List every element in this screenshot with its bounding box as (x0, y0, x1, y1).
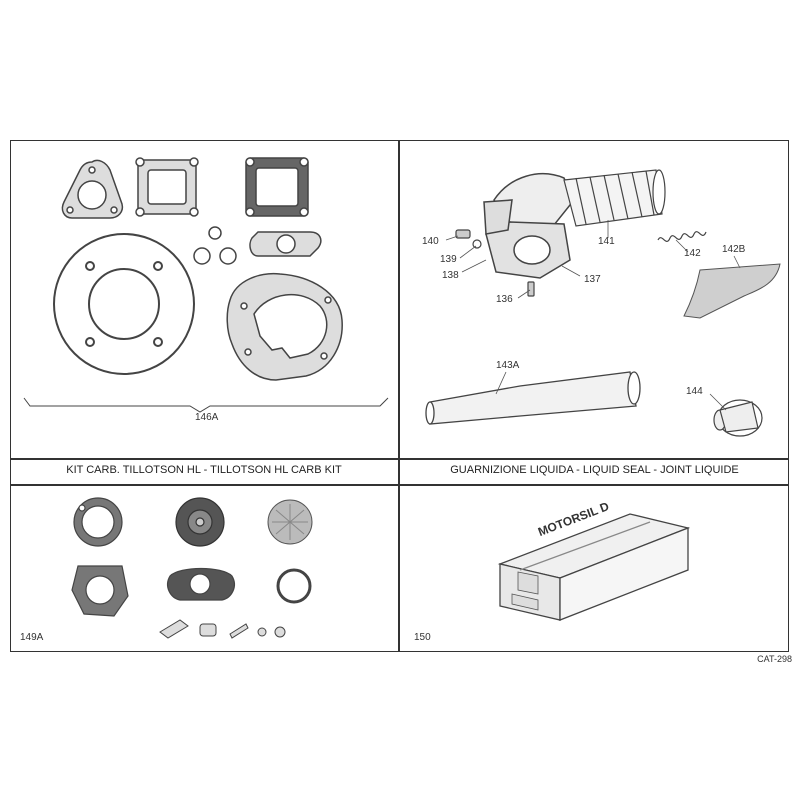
gasket-set-illustration (23, 157, 389, 413)
middle-divider (10, 458, 789, 460)
small-parts-drawing (159, 619, 286, 639)
exhaust-parts-illustration (425, 169, 781, 437)
ref-139: 139 (440, 254, 457, 265)
ref-149A: 149A (20, 632, 44, 643)
ref-141: 141 (598, 236, 615, 247)
catalog-frame (10, 140, 789, 652)
pump-gasket-drawing (71, 565, 129, 617)
ref-150: 150 (414, 632, 431, 643)
header-divider (10, 484, 789, 486)
liquid-seal-title: GUARNIZIONE LIQUIDA - LIQUID SEAL - JOIN… (450, 464, 739, 476)
bracket-drawing (713, 399, 763, 437)
ref-142: 142 (684, 248, 701, 259)
base-gasket-drawing (226, 272, 343, 381)
panel-liquid-seal: MOTORSIL D 150 (400, 486, 789, 652)
ref-143A: 143A (496, 360, 520, 371)
ref-144: 144 (686, 386, 703, 397)
flex-hose-drawing (563, 169, 666, 227)
manifold-drawing (483, 173, 575, 279)
liquid-seal-box-drawing (497, 513, 691, 621)
silencer-drawing (425, 371, 641, 425)
diaphragm-gasket-drawing (73, 497, 123, 547)
panel-gasket-set: 146A (10, 140, 398, 458)
ref-138: 138 (442, 270, 459, 281)
intake-gasket-drawing (249, 231, 322, 257)
ref-142B: 142B (722, 244, 746, 255)
reed-gasket-drawing (135, 157, 199, 217)
ref-137: 137 (584, 274, 601, 285)
reed-gasket-2-drawing (245, 157, 309, 217)
flange-gasket-drawing (167, 567, 235, 601)
catalog-code: CAT-298 (757, 654, 792, 664)
panel-carb-kit: 149A (10, 486, 398, 652)
filter-screen-drawing (267, 499, 313, 545)
spring-drawing (657, 231, 707, 243)
head-gasket-drawing (53, 233, 195, 375)
metering-diaphragm-drawing (175, 497, 225, 547)
gasket-set-brace (23, 397, 389, 413)
carb-kit-illustration (71, 497, 313, 639)
ref-140: 140 (422, 236, 439, 247)
panel-exhaust-parts: 140 139 138 136 141 137 142 142B 143A 14… (400, 140, 789, 458)
box-label-panel (511, 571, 539, 611)
heat-shield-drawing (683, 263, 781, 319)
ref-146A: 146A (195, 412, 219, 423)
ring-gasket-drawing (276, 568, 312, 604)
exhaust-gasket-drawing (61, 159, 124, 219)
carb-kit-title: KIT CARB. TILLOTSON HL - TILLOTSON HL CA… (66, 464, 342, 476)
ref-136: 136 (496, 294, 513, 305)
bolt-drawing (455, 229, 535, 297)
center-divider (398, 140, 400, 652)
o-rings-drawing (193, 226, 237, 265)
